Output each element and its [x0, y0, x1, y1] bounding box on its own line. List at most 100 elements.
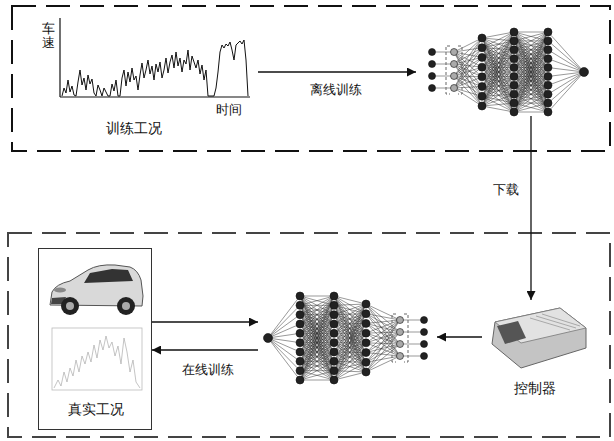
network-link: [334, 324, 366, 372]
network-link: [482, 41, 514, 106]
network-link: [268, 305, 300, 338]
arrow-connector: [530, 116, 531, 300]
network-link: [514, 85, 548, 112]
network-link: [366, 356, 400, 372]
network-link: [482, 106, 514, 112]
network-link: [334, 352, 366, 372]
car-headlight: [54, 288, 66, 293]
neuron: [429, 85, 436, 92]
bracket: [446, 46, 462, 94]
network-link: [334, 296, 366, 353]
neuron: [330, 357, 338, 365]
arrow-connector: [152, 321, 258, 322]
neuron: [510, 81, 518, 89]
neuron: [544, 28, 552, 36]
network-link: [334, 371, 366, 372]
mini-speed-curve: [54, 336, 140, 388]
network-link: [548, 41, 584, 72]
neuron: [330, 367, 338, 375]
network-link: [300, 380, 334, 381]
neuron: [544, 37, 552, 45]
network-link: [334, 333, 366, 372]
network-link: [482, 103, 514, 106]
neuron: [296, 357, 304, 365]
neuron: [296, 292, 304, 300]
car-wheel: [61, 297, 79, 315]
network-link: [300, 296, 334, 380]
network-link: [482, 59, 514, 106]
network-link: [300, 296, 334, 343]
neuron: [421, 341, 428, 348]
neuron: [510, 108, 518, 116]
network-link: [300, 315, 334, 380]
network-link: [300, 305, 334, 380]
network-link: [334, 296, 366, 343]
neuron: [544, 99, 552, 107]
network-link: [454, 67, 482, 76]
network-link: [300, 324, 334, 380]
network-link: [366, 314, 400, 332]
network-link: [300, 305, 334, 380]
neuron: [330, 301, 338, 309]
network-link: [366, 320, 400, 362]
network-link: [514, 41, 548, 112]
neuron: [330, 348, 338, 356]
car-hub: [122, 302, 130, 310]
network-link: [482, 85, 514, 106]
neuron: [429, 61, 436, 68]
chart-caption: 训练工况: [106, 120, 162, 137]
network-link: [514, 68, 548, 112]
network-link: [366, 343, 400, 356]
edge-label: 在线训练: [180, 362, 236, 378]
network-link: [482, 57, 514, 112]
neuron: [264, 334, 273, 343]
network-link: [482, 59, 514, 77]
network-link: [482, 32, 514, 106]
neuron: [451, 85, 458, 92]
neural-network: [258, 288, 437, 385]
neuron: [544, 64, 552, 72]
neuron: [451, 61, 458, 68]
network-link: [548, 72, 584, 94]
network-link: [366, 356, 400, 362]
network-link: [482, 38, 514, 112]
neuron: [478, 92, 486, 100]
neuron: [296, 339, 304, 347]
network-link: [514, 32, 548, 76]
network-link: [454, 52, 482, 96]
neuron: [330, 329, 338, 337]
neuron: [421, 353, 428, 360]
network-link: [514, 59, 548, 112]
online-region: [8, 233, 610, 437]
neuron: [478, 53, 486, 61]
neuron: [510, 99, 518, 107]
network-link: [514, 32, 548, 76]
network-link: [366, 323, 400, 332]
network-link: [366, 344, 400, 362]
controller-label: 控制器: [514, 380, 556, 397]
network-link: [514, 32, 548, 112]
neuron: [510, 46, 518, 54]
network-link: [334, 296, 366, 372]
network-link: [482, 68, 514, 87]
network-link: [268, 338, 300, 380]
y-axis: [59, 18, 60, 97]
neuron: [296, 311, 304, 319]
neuron: [362, 368, 370, 376]
training-chart: 车速时间训练工况: [36, 14, 258, 138]
neuron: [362, 329, 370, 337]
network-link: [366, 333, 400, 356]
neuron: [296, 320, 304, 328]
edge-label: 下载: [491, 182, 521, 198]
network-link: [300, 296, 334, 343]
network-link: [334, 315, 366, 372]
neural-network-drawing: [264, 292, 428, 384]
neuron: [296, 348, 304, 356]
neuron: [330, 320, 338, 328]
neuron: [362, 358, 370, 366]
car-wheel: [117, 297, 135, 315]
offline-region: [12, 6, 610, 151]
controller: 控制器: [482, 300, 588, 402]
neuron: [510, 72, 518, 80]
